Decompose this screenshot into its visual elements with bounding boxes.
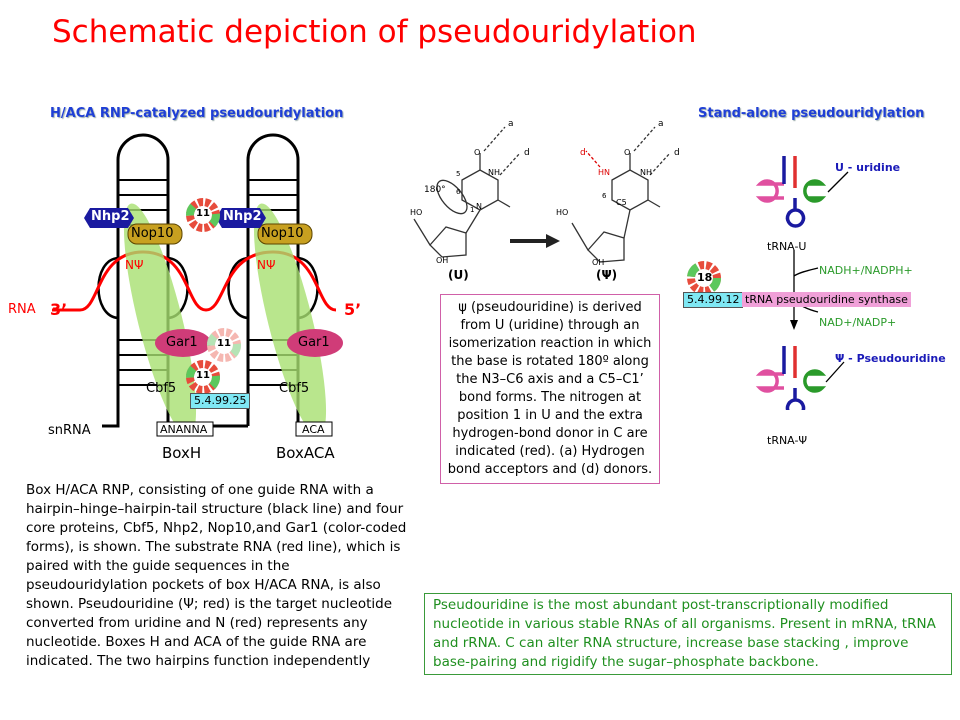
bottom-note: Pseudouridine is the most abundant post-… <box>433 597 936 670</box>
nad-label: NAD+/NADP+ <box>819 316 897 329</box>
badge-top-value: 11 <box>196 208 210 219</box>
right-section-heading: Stand-alone pseudouridylation <box>698 106 925 121</box>
chem-n1: 1 <box>470 206 475 214</box>
pseudouridine-structure-label: (Ψ) <box>596 268 618 282</box>
ec-number-right[interactable]: 5.4.99.12 <box>683 292 744 308</box>
nop10-shape-right <box>257 223 313 245</box>
middle-caption: ψ (pseudouridine) is derived from U (uri… <box>447 300 653 477</box>
chem-o-u: O <box>474 148 481 157</box>
chem-d1: d <box>524 148 530 158</box>
chem-a2: a <box>658 119 664 129</box>
chem-ho-psi: HO <box>556 208 569 217</box>
chem-hn-psi: HN <box>598 168 610 177</box>
ec-number-left[interactable]: 5.4.99.25 <box>190 393 251 409</box>
chem-ho-u: HO <box>410 208 423 217</box>
npsi-label-right: NΨ <box>257 258 276 272</box>
badge-low-value: 11 <box>196 370 210 381</box>
gar1-shape-right <box>287 329 343 357</box>
chem-d-red: d <box>580 148 586 158</box>
substrate-rna-line <box>52 250 337 312</box>
chem-a1: a <box>508 119 514 129</box>
chem-c5-psi: C5 <box>616 198 627 207</box>
box-h-sequence: ANANNA <box>160 423 208 436</box>
nadh-label: NADH+/NADPH+ <box>819 264 913 277</box>
gar1-label-left: Gar1 <box>166 335 198 350</box>
left-caption: Box H/ACA RNP, consisting of one guide R… <box>26 482 407 669</box>
cbf5-label-left: Cbf5 <box>146 381 177 396</box>
chem-nh-u: NH <box>488 168 500 177</box>
uridine-structure-label: (U) <box>448 268 469 282</box>
chem-d2: d <box>674 148 680 158</box>
nop10-label-right: Nop10 <box>261 226 304 241</box>
trna-diagram <box>755 156 849 410</box>
chem-oh-u: OH <box>436 256 449 265</box>
hacarnp-diagram <box>52 133 343 437</box>
chem-o-psi: O <box>624 148 631 157</box>
cbf5-shape-right <box>253 203 327 437</box>
badge-right-value: 18 <box>697 271 713 284</box>
chem-n-u: N <box>476 202 482 211</box>
reaction-arrow <box>510 234 560 248</box>
trna-psi-shape <box>755 346 827 410</box>
rotation-angle: 180° <box>424 185 446 195</box>
nhp2-label-left: Nhp2 <box>91 209 130 224</box>
left-section-heading: H/ACA RNP-catalyzed pseudouridylation <box>50 106 344 121</box>
rna-label: RNA <box>8 302 36 317</box>
five-prime-label: 5’ <box>344 300 362 319</box>
badge-low <box>186 360 220 394</box>
middle-caption-box: ψ (pseudouridine) is derived from U (uri… <box>440 294 660 484</box>
badge-mid <box>207 328 241 362</box>
chem-oh-psi: OH <box>592 258 605 267</box>
uridine-label: U - uridine <box>835 161 901 174</box>
nhp2-shape-left <box>84 208 134 228</box>
cbf5-label-right: Cbf5 <box>279 381 310 396</box>
nhp2-shape-right <box>216 208 266 228</box>
chem-n5: 5 <box>456 170 461 178</box>
nhp2-label-right: Nhp2 <box>223 209 262 224</box>
trna-u-shape <box>755 156 827 228</box>
pseudouridine-label: Ψ - Pseudouridine <box>835 352 946 365</box>
box-h-label: BoxH <box>162 444 202 462</box>
trna-u-label: tRNA-U <box>767 240 807 253</box>
chem-c6-psi: 6 <box>602 192 607 200</box>
enzyme-label: tRNA pseudouridine synthase <box>742 292 911 307</box>
trna-psi-label: tRNA-Ψ <box>767 434 808 447</box>
nop10-label-left: Nop10 <box>131 226 174 241</box>
page-title: Schematic depiction of pseudouridylation <box>52 14 697 50</box>
chem-nh-psi: NH <box>640 168 652 177</box>
box-aca-label: BoxACA <box>276 444 335 462</box>
chem-n6: 6 <box>456 188 461 196</box>
badge-right <box>687 261 721 295</box>
isomerization-chem-diagram <box>413 126 671 263</box>
cbf5-shape-left <box>123 203 197 437</box>
gar1-shape-left <box>155 329 211 357</box>
three-prime-label: 3’ <box>50 300 68 319</box>
box-aca-sequence: ACA <box>302 423 325 436</box>
bottom-note-box: Pseudouridine is the most abundant post-… <box>424 593 952 675</box>
nop10-shape-left <box>127 223 183 245</box>
npsi-label-left: NΨ <box>125 258 144 272</box>
snrna-label: snRNA <box>48 423 91 438</box>
badge-mid-value: 11 <box>217 338 231 349</box>
badge-top <box>186 198 220 232</box>
gar1-label-right: Gar1 <box>298 335 330 350</box>
